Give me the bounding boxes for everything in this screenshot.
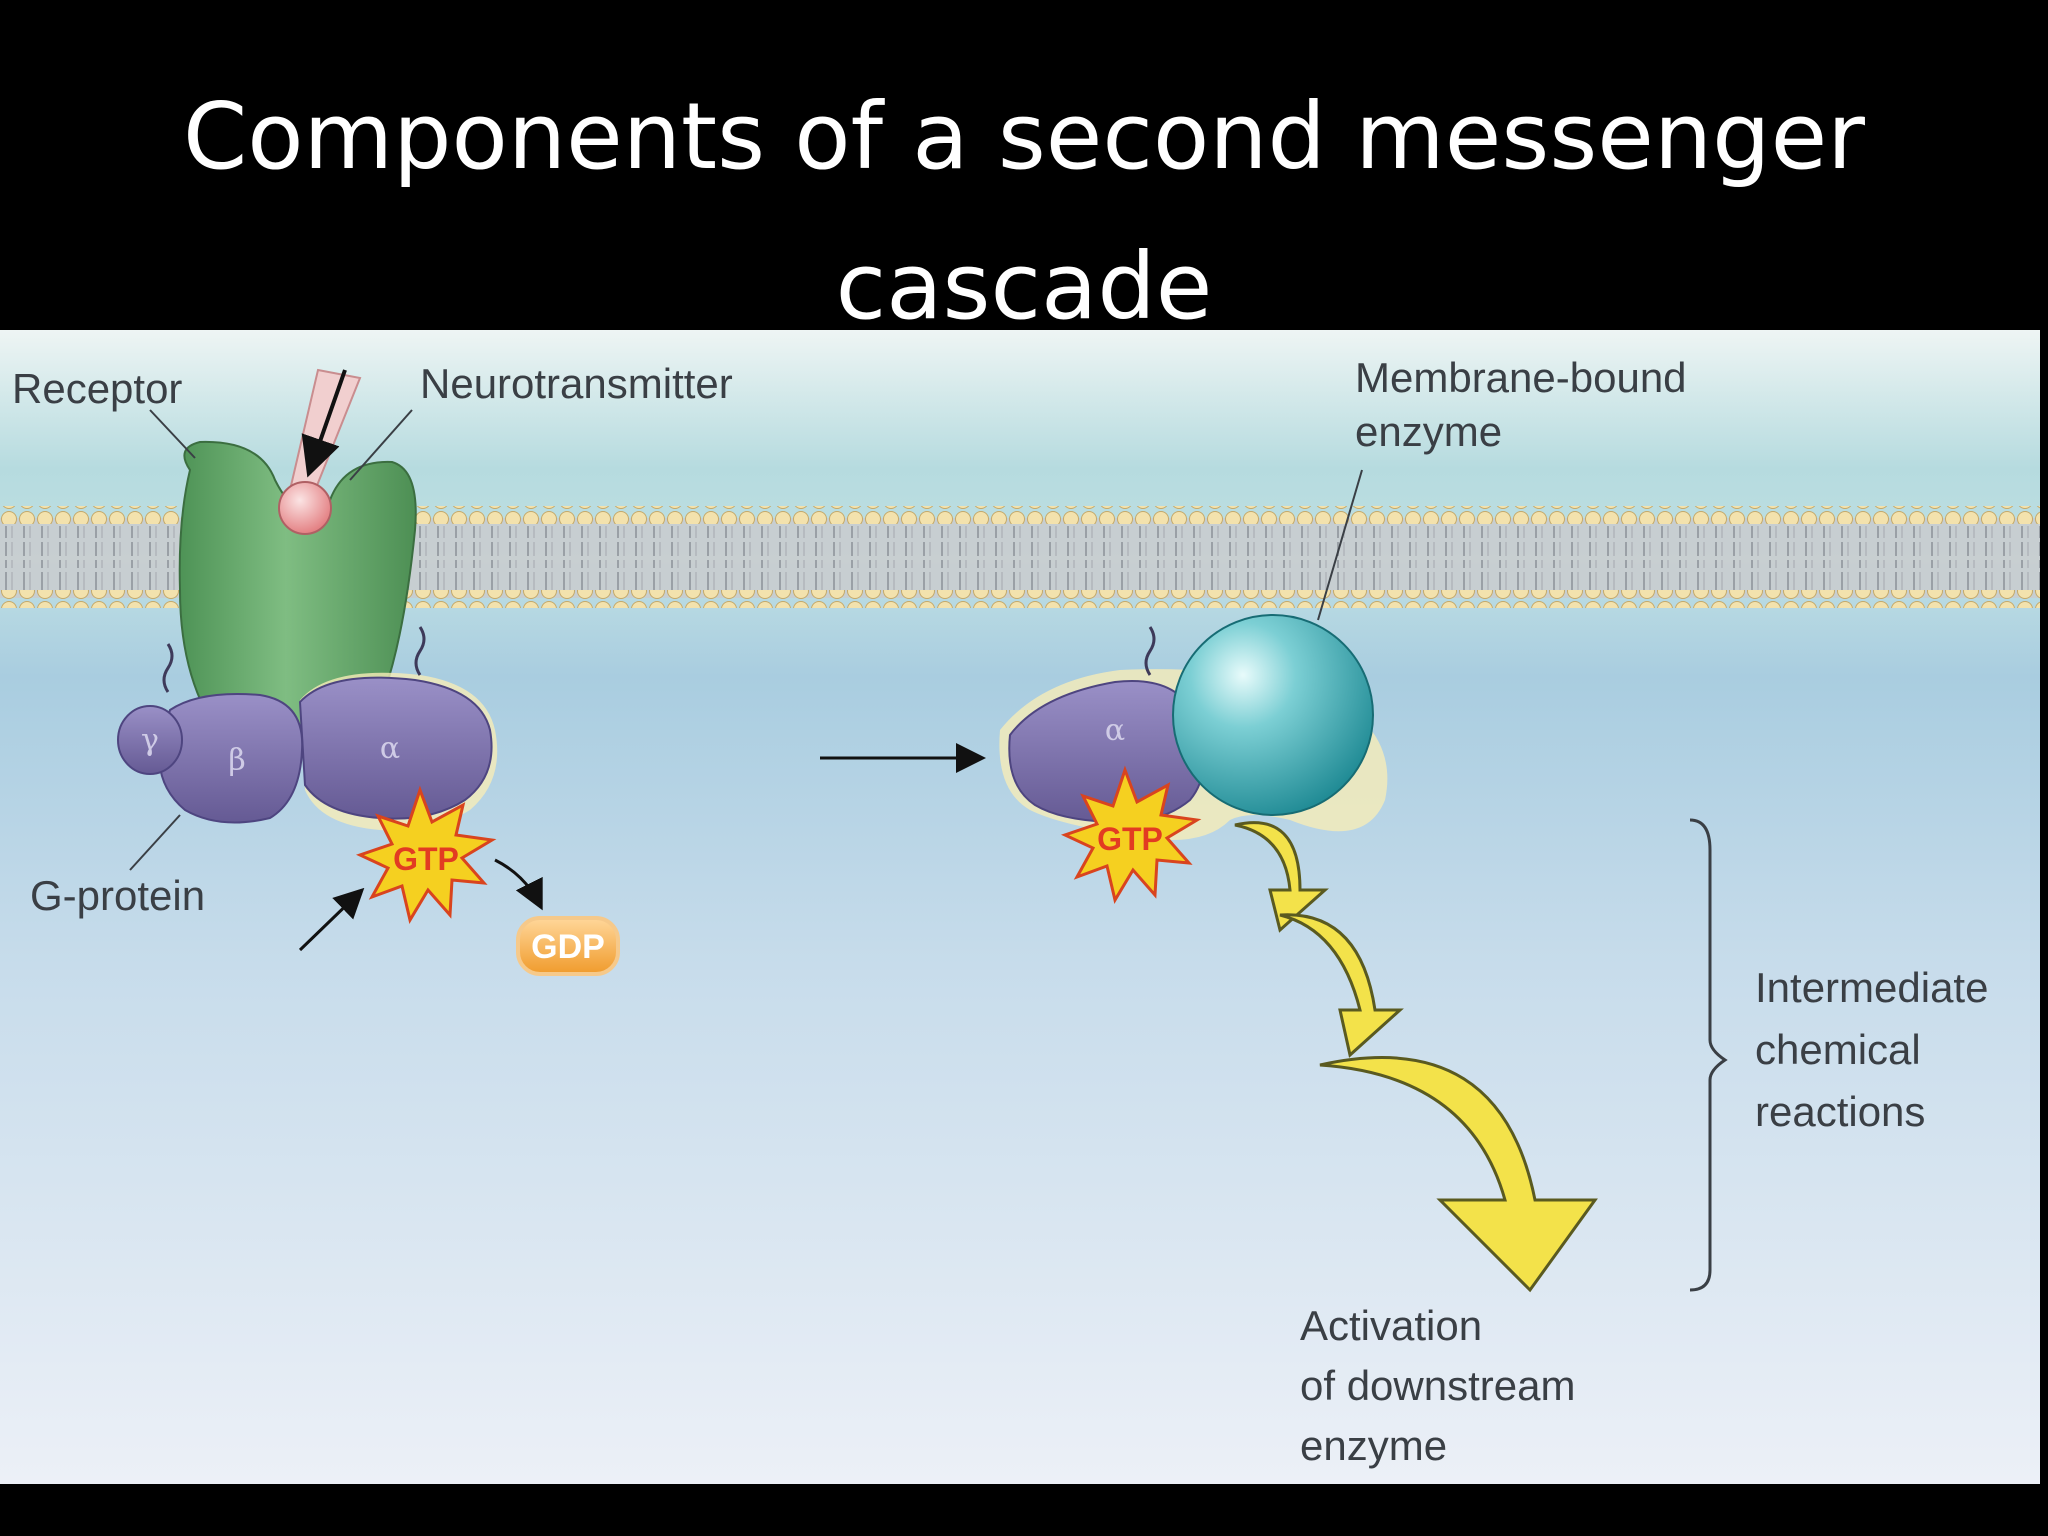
beta-label: β bbox=[228, 743, 245, 778]
intermediate-label-1: Intermediate bbox=[1755, 964, 1988, 1011]
gtp-label-left: GTP bbox=[393, 841, 459, 877]
g-protein-leader bbox=[129, 814, 181, 871]
receptor-leader bbox=[149, 409, 196, 459]
intermediate-label-2: chemical bbox=[1755, 1026, 1921, 1073]
gdp-release-arrow bbox=[494, 858, 543, 911]
membrane-enzyme-label-1: Membrane-bound bbox=[1355, 354, 1687, 401]
neurotransmitter-arrow bbox=[301, 369, 347, 478]
alpha-subunit-left bbox=[298, 676, 493, 820]
activation-label-1: Activation bbox=[1300, 1302, 1482, 1349]
membrane-bound-enzyme bbox=[1172, 614, 1374, 816]
second-messenger-diagram: γ β α GTP GDP α GTP Recepto bbox=[0, 330, 2040, 1484]
enzyme-leader bbox=[1317, 469, 1363, 621]
cascade-arrow-3 bbox=[1319, 1056, 1598, 1293]
receptor-label: Receptor bbox=[12, 365, 182, 412]
gdp-label: GDP bbox=[531, 928, 605, 966]
neurotransmitter-label: Neurotransmitter bbox=[420, 360, 733, 407]
diagram-panel: γ β α GTP GDP α GTP Recepto bbox=[0, 330, 2040, 1484]
g-protein-left: γ β α bbox=[117, 626, 498, 831]
slide-title-line-1: Components of a second messenger bbox=[182, 83, 1865, 190]
gtp-entry-arrow bbox=[298, 887, 365, 952]
slide-title: Components of a second messenger cascade bbox=[0, 62, 2048, 362]
slide-title-line-2: cascade bbox=[835, 233, 1213, 340]
alpha-label-right: α bbox=[1105, 713, 1125, 748]
gamma-label: γ bbox=[141, 723, 159, 758]
cascade-arrow-2 bbox=[1279, 913, 1404, 1058]
alpha-label-left: α bbox=[380, 731, 400, 766]
gdp-badge: GDP bbox=[516, 916, 620, 976]
neurotransmitter-ball bbox=[278, 481, 332, 535]
beta-subunit bbox=[158, 693, 304, 824]
cascade-arrow-1 bbox=[1234, 821, 1329, 933]
gtp-badge-right: GTP bbox=[1060, 765, 1202, 904]
activation-label-3: enzyme bbox=[1300, 1422, 1447, 1469]
gtp-label-right: GTP bbox=[1097, 821, 1163, 857]
gtp-badge-left: GTP bbox=[355, 785, 497, 924]
receptor-protein bbox=[178, 440, 417, 744]
cascade-arrows bbox=[1234, 821, 1598, 1293]
neurotransmitter-leader bbox=[349, 409, 413, 481]
reactions-bracket bbox=[1689, 818, 1728, 1292]
membrane-enzyme-label-2: enzyme bbox=[1355, 408, 1502, 455]
activated-complex: α bbox=[999, 614, 1388, 840]
intermediate-label-3: reactions bbox=[1755, 1088, 1925, 1135]
g-protein-label: G-protein bbox=[30, 872, 205, 919]
alpha-subunit-right bbox=[1008, 680, 1205, 824]
gamma-subunit bbox=[117, 705, 183, 775]
activation-label-2: of downstream bbox=[1300, 1362, 1575, 1409]
